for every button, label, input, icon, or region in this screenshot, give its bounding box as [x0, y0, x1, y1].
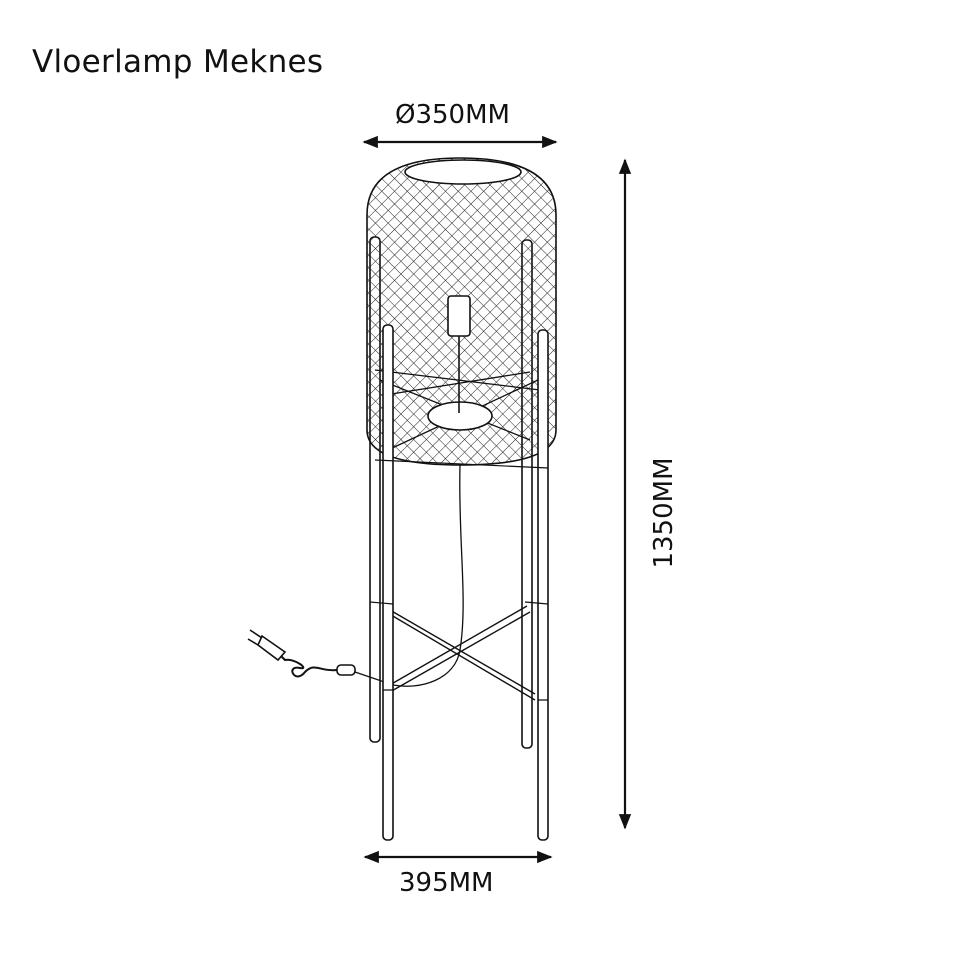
shade-opening — [404, 159, 522, 185]
lower-cross-bars — [382, 605, 536, 701]
base-width-label: 395MM — [399, 868, 494, 898]
diameter-label: Ø350MM — [395, 100, 510, 130]
bulb-socket — [447, 295, 471, 337]
cord-switch — [336, 664, 356, 676]
plug-icon — [247, 629, 287, 662]
lamp-base-disc — [427, 401, 493, 431]
front-legs — [369, 324, 549, 841]
product-title: Vloerlamp Meknes — [32, 44, 324, 80]
cord-coil — [274, 649, 338, 678]
